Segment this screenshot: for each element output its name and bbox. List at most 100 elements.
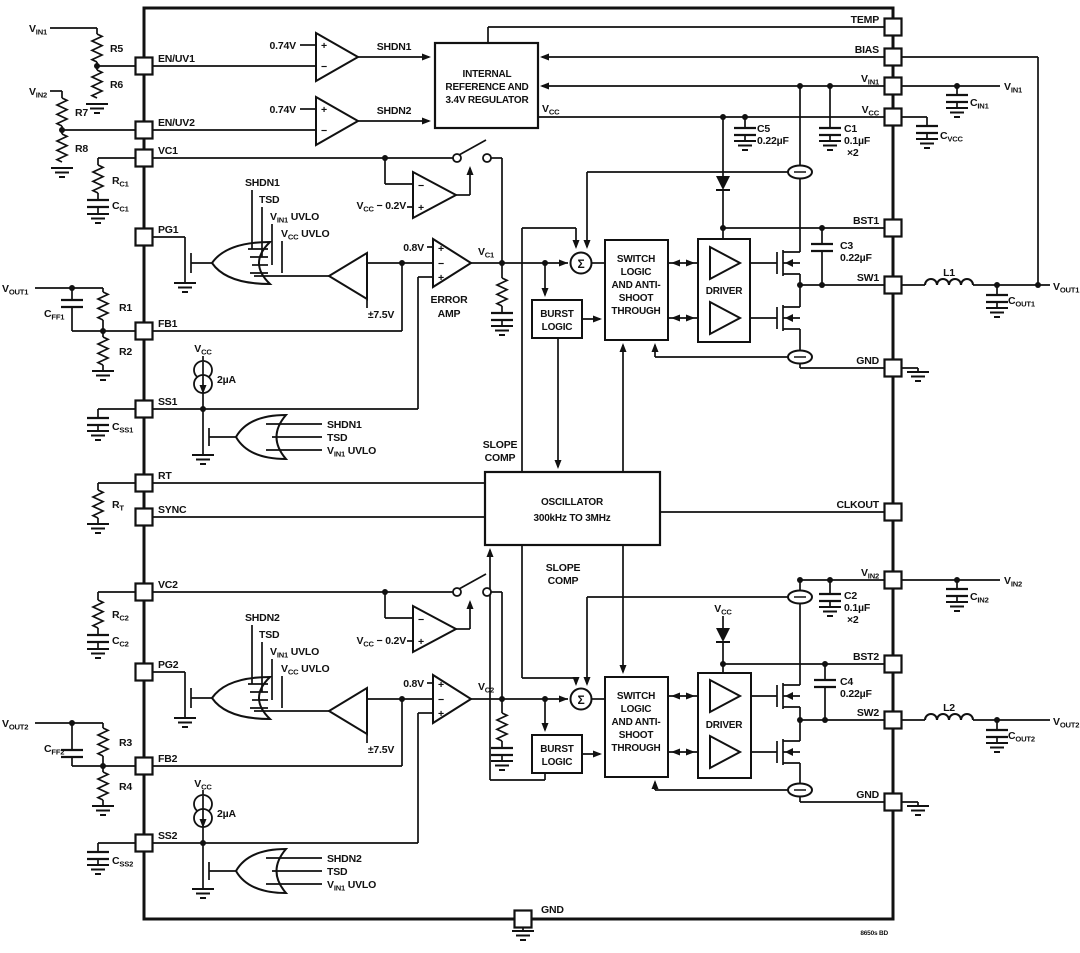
label-vout1-l: VOUT1: [2, 283, 29, 297]
label-shdn2-gate2: SHDN2: [327, 853, 362, 865]
label-v08-2: 0.8V: [403, 678, 424, 690]
label-slope1a: SLOPE: [483, 439, 518, 451]
internal-reference-block: [433, 41, 540, 130]
pin-square: [883, 358, 903, 378]
label-tsd2-gate2: TSD: [327, 866, 348, 878]
label-pin-gnd2: GND: [856, 789, 879, 801]
components-layer: [51, 17, 1041, 941]
label-c2: C2: [844, 590, 857, 602]
label-swl1-2: LOGIC: [621, 267, 652, 278]
label-pin-temp: TEMP: [851, 14, 880, 26]
label-pin-gnd1: GND: [856, 355, 879, 367]
label-tsd2-gate1: TSD: [259, 629, 280, 641]
label-vin2-src: VIN2: [29, 86, 47, 100]
label-pin-enuv2: EN/UV2: [158, 117, 195, 129]
label-shdn2-gate1: SHDN2: [245, 612, 280, 624]
pin-square: [134, 582, 154, 602]
label-c1-x2: ×2: [847, 147, 859, 159]
pin-square: [883, 218, 903, 238]
pin-square: [883, 502, 903, 522]
pin-square: [134, 321, 154, 341]
label-vout2-l: VOUT2: [2, 718, 28, 732]
label-r3: R3: [119, 737, 132, 749]
burst-logic-2-block: [531, 734, 583, 774]
label-clamp1: VCC − 0.2V: [356, 200, 406, 214]
label-ref-line3: 3.4V REGULATOR: [446, 95, 530, 106]
label-c2-val: 0.1µF: [844, 602, 871, 614]
label-clamp1-plus: +: [418, 202, 424, 214]
pin-square: [513, 909, 533, 929]
label-comp1-minus: −: [321, 61, 327, 73]
label-pin-fb1: FB1: [158, 318, 178, 330]
label-driver2: DRIVER: [706, 720, 744, 731]
label-cff1: CFF1: [44, 308, 65, 322]
label-burst1a: BURST: [540, 309, 574, 320]
label-err2-p1: +: [438, 679, 444, 691]
label-vin1-src: VIN1: [29, 23, 48, 37]
label-pin-gnd-b: GND: [541, 904, 564, 916]
label-rc1: RC1: [112, 175, 130, 189]
pin-square: [134, 833, 154, 853]
label-err2-m: −: [438, 694, 444, 706]
pin-square: [134, 507, 154, 527]
label-ref-line2: REFERENCE AND: [445, 82, 528, 93]
pin-square: [134, 56, 154, 76]
label-vin1-right: VIN1: [1004, 81, 1023, 95]
pin-square: [134, 120, 154, 140]
label-comp2-plus: +: [321, 104, 327, 116]
label-c4-val: 0.22µF: [840, 688, 872, 700]
label-clamp2-plus: +: [418, 636, 424, 648]
label-uvlo-gate2: VIN1 UVLO: [327, 445, 376, 459]
label-swl1-4: SHOOT: [619, 293, 654, 304]
label-pin-clkout: CLKOUT: [836, 499, 879, 511]
label-vout1-r: VOUT1: [1053, 281, 1080, 295]
label-cc2: CC2: [112, 635, 129, 649]
label-osc-line1: OSCILLATOR: [541, 497, 604, 508]
label-ua-1: 2µA: [217, 374, 236, 386]
label-pin-vc2: VC2: [158, 579, 178, 591]
label-swl2-3: AND ANTI-: [612, 717, 661, 728]
label-pin-ss2: SS2: [158, 830, 178, 842]
label-rc2: RC2: [112, 609, 129, 623]
label-swl2-5: THROUGH: [611, 743, 660, 754]
label-pin-bias: BIAS: [855, 44, 879, 56]
label-ua-2: 2µA: [217, 808, 236, 820]
label-cout1: COUT1: [1008, 295, 1036, 309]
pin-square: [883, 570, 903, 590]
pin-square: [134, 148, 154, 168]
label-burst1b: LOGIC: [542, 322, 573, 333]
label-c5: C5: [757, 123, 770, 135]
label-pin-pg1: PG1: [158, 224, 179, 236]
label-c1-val: 0.1µF: [844, 135, 871, 147]
label-c3: C3: [840, 240, 853, 252]
pin-square: [134, 473, 154, 493]
pin-square: [883, 792, 903, 812]
label-css2: CSS2: [112, 855, 133, 869]
label-uvloa-gate1: VIN1 UVLO: [270, 211, 319, 225]
label-r4: R4: [119, 781, 132, 793]
label-shdn2-top: SHDN2: [377, 105, 412, 117]
label-r2: R2: [119, 346, 132, 358]
pin-square: [134, 399, 154, 419]
label-pm75-1: ±7.5V: [368, 309, 395, 321]
label-uvlo-gate4: VIN1 UVLO: [327, 879, 376, 893]
label-tsd-gate1: TSD: [259, 194, 280, 206]
label-comp2-minus: −: [321, 125, 327, 137]
blocks-layer: [142, 6, 895, 921]
label-css1: CSS1: [112, 421, 134, 435]
label-vcc-ss1: VCC: [194, 343, 212, 357]
label-vcc-diode2: VCC: [714, 603, 732, 617]
label-r5: R5: [110, 43, 123, 55]
label-pm75-2: ±7.5V: [368, 744, 395, 756]
label-pin-pg2: PG2: [158, 659, 179, 671]
label-clamp2: VCC − 0.2V: [356, 635, 406, 649]
label-slope1b: COMP: [485, 452, 516, 464]
pin-square: [134, 756, 154, 776]
label-cc1: CC1: [112, 200, 130, 214]
label-r1: R1: [119, 302, 132, 314]
label-vcc-ss2: VCC: [194, 778, 212, 792]
label-err1-m: −: [438, 258, 444, 270]
label-pin-vin1: VIN1: [861, 73, 880, 87]
label-pin-bst2: BST2: [853, 651, 879, 663]
